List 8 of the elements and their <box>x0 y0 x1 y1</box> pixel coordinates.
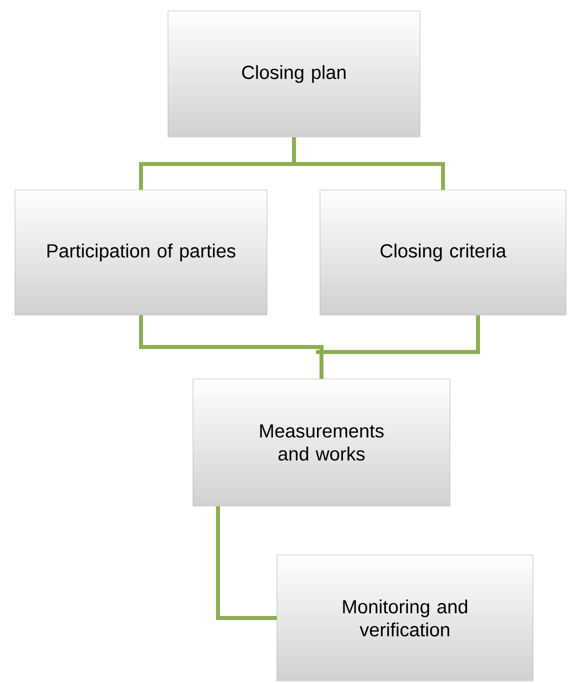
process-box: Monitoring and verification <box>276 554 534 682</box>
connector-line <box>216 506 277 620</box>
connector-line <box>292 137 447 190</box>
process-box: Closing criteria <box>320 190 566 316</box>
connector-line <box>314 315 480 379</box>
process-box: Closing plan <box>168 10 420 138</box>
process-box: Measurements and works <box>192 378 450 506</box>
process-box: Participation of parties <box>14 190 268 316</box>
